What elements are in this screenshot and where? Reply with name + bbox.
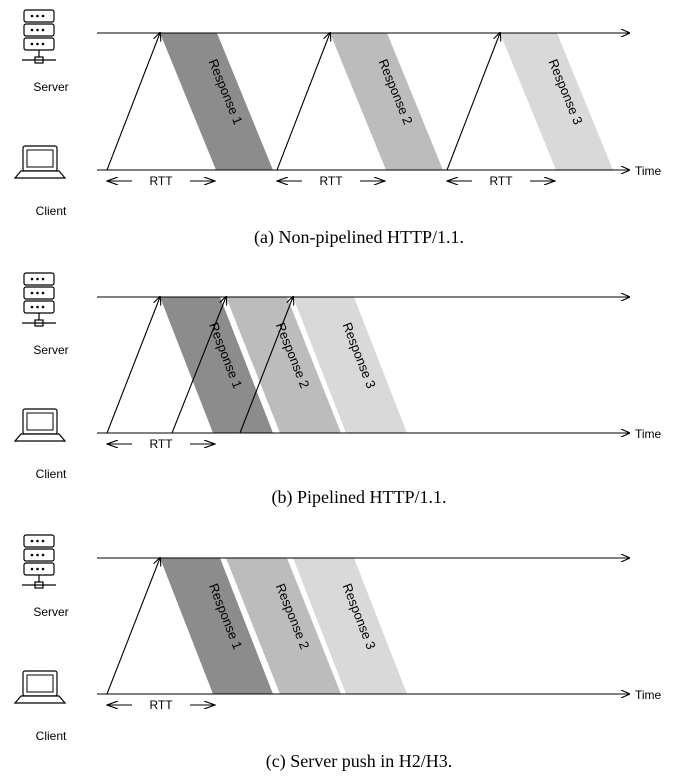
- laptop-screen: [26, 149, 54, 168]
- server-led: [30, 291, 34, 295]
- server-led: [41, 14, 45, 18]
- panel-caption: (b) Pipelined HTTP/1.1.: [272, 487, 447, 508]
- time-label: Time: [635, 164, 662, 178]
- server-led: [36, 291, 39, 295]
- server-led: [30, 539, 34, 543]
- client-label: Client: [36, 204, 67, 218]
- rtt-label: RTT: [149, 174, 173, 188]
- server-led: [30, 277, 34, 281]
- time-label: Time: [635, 688, 662, 702]
- request-arrow: [276, 33, 330, 171]
- laptop-base: [13, 433, 67, 442]
- laptop-screen: [26, 674, 54, 693]
- server-led: [41, 553, 45, 557]
- server-led: [36, 567, 39, 571]
- request-arrow: [106, 33, 160, 171]
- server-led: [30, 42, 34, 46]
- server-led: [36, 539, 39, 543]
- server-led: [41, 305, 45, 309]
- server-led: [36, 28, 39, 32]
- rtt-label: RTT: [149, 437, 173, 451]
- request-arrow: [171, 297, 226, 434]
- laptop-icon: [13, 670, 67, 704]
- server-led: [30, 567, 34, 571]
- request-arrow: [106, 558, 160, 695]
- response-band: [226, 297, 341, 433]
- server-icon: [22, 272, 56, 327]
- server-label: Server: [33, 80, 68, 94]
- laptop-base: [13, 170, 67, 179]
- client-label: Client: [36, 467, 67, 481]
- server-icon: [22, 9, 56, 64]
- request-arrow: [239, 297, 293, 434]
- server-label: Server: [33, 343, 68, 357]
- server-led: [41, 291, 45, 295]
- laptop-icon: [13, 408, 67, 442]
- response-band: [293, 297, 407, 433]
- panel-caption: (a) Non-pipelined HTTP/1.1.: [254, 227, 464, 248]
- time-label: Time: [635, 427, 662, 441]
- server-led: [36, 553, 39, 557]
- server-rack-unit: [23, 286, 55, 300]
- rtt-label: RTT: [489, 174, 513, 188]
- server-rack-unit: [23, 23, 55, 37]
- server-icon: [22, 534, 56, 589]
- server-led: [30, 553, 34, 557]
- response-band: [293, 558, 407, 694]
- request-arrow: [446, 33, 500, 171]
- server-led: [30, 28, 34, 32]
- response-band: [160, 558, 273, 694]
- request-arrow: [106, 297, 160, 434]
- response-band: [330, 33, 443, 170]
- rtt-label: RTT: [319, 174, 343, 188]
- response-band: [160, 33, 273, 170]
- server-rack-unit: [23, 9, 55, 23]
- server-rack-unit: [23, 300, 55, 314]
- server-led: [30, 305, 34, 309]
- server-led: [41, 277, 45, 281]
- server-led: [41, 28, 45, 32]
- server-led: [36, 277, 39, 281]
- response-band: [500, 33, 613, 170]
- server-led: [30, 14, 34, 18]
- server-rack-unit: [23, 534, 55, 548]
- laptop-icon: [13, 145, 67, 179]
- client-label: Client: [36, 729, 67, 743]
- laptop-base: [13, 695, 67, 704]
- server-led: [36, 305, 39, 309]
- laptop-screen: [26, 412, 54, 431]
- server-led: [41, 539, 45, 543]
- server-label: Server: [33, 605, 68, 619]
- server-led: [36, 42, 39, 46]
- server-led: [41, 42, 45, 46]
- server-rack-unit: [23, 548, 55, 562]
- rtt-label: RTT: [149, 698, 173, 712]
- server-rack-unit: [23, 37, 55, 51]
- response-band: [226, 558, 341, 694]
- panel-caption: (c) Server push in H2/H3.: [266, 751, 452, 772]
- response-band: [160, 297, 273, 433]
- server-led: [41, 567, 45, 571]
- server-rack-unit: [23, 272, 55, 286]
- server-rack-unit: [23, 562, 55, 576]
- server-led: [36, 14, 39, 18]
